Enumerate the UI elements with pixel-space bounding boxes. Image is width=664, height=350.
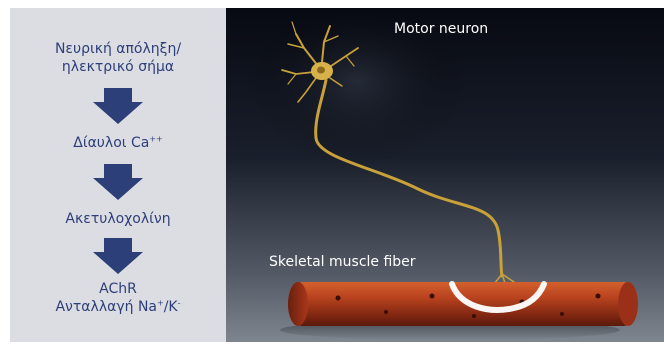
step-nerve-ending-line2: ηλεκτρικό σήμα: [10, 58, 226, 76]
muscle-fiber-cylinder: [298, 282, 628, 326]
neuron-nucleus: [317, 67, 325, 74]
k-charge: -: [178, 298, 181, 307]
step-ca-channels: Δίαυλοι Ca++: [10, 134, 226, 152]
exchange-k-text: /K: [164, 299, 178, 315]
step-acetylcholine: Ακετυλοχολίνη: [10, 210, 226, 228]
process-flow-panel: Νευρική απόληξη/ ηλεκτρικό σήμα Δίαυλοι …: [10, 8, 226, 342]
step-nerve-ending-line1: Νευρική απόληξη/: [10, 40, 226, 58]
motor-neuron-label: Motor neuron: [394, 21, 488, 37]
step-achr-line1: AChR: [10, 280, 226, 298]
figure: Νευρική απόληξη/ ηλεκτρικό σήμα Δίαυλοι …: [10, 0, 664, 350]
step-ca-channels-charge: ++: [149, 134, 162, 143]
na-charge: +: [157, 298, 164, 307]
step-achr-exchange: AChR Ανταλλαγή Na+/K-: [10, 280, 226, 316]
step-achr-line2: Ανταλλαγή Na+/K-: [10, 298, 226, 316]
neuron-muscle-illustration: Motor neuron Skeletal muscle fiber: [226, 8, 664, 342]
down-arrow-icon: [93, 164, 143, 200]
exchange-na-text: Ανταλλαγή Na: [55, 299, 157, 315]
step-ca-channels-text: Δίαυλοι Ca: [73, 135, 149, 151]
down-arrow-icon: [93, 88, 143, 124]
muscle-fiber-cap: [288, 282, 308, 326]
down-arrow-icon: [93, 238, 143, 274]
muscle-fiber-label: Skeletal muscle fiber: [269, 254, 416, 270]
step-nerve-ending: Νευρική απόληξη/ ηλεκτρικό σήμα: [10, 40, 226, 76]
